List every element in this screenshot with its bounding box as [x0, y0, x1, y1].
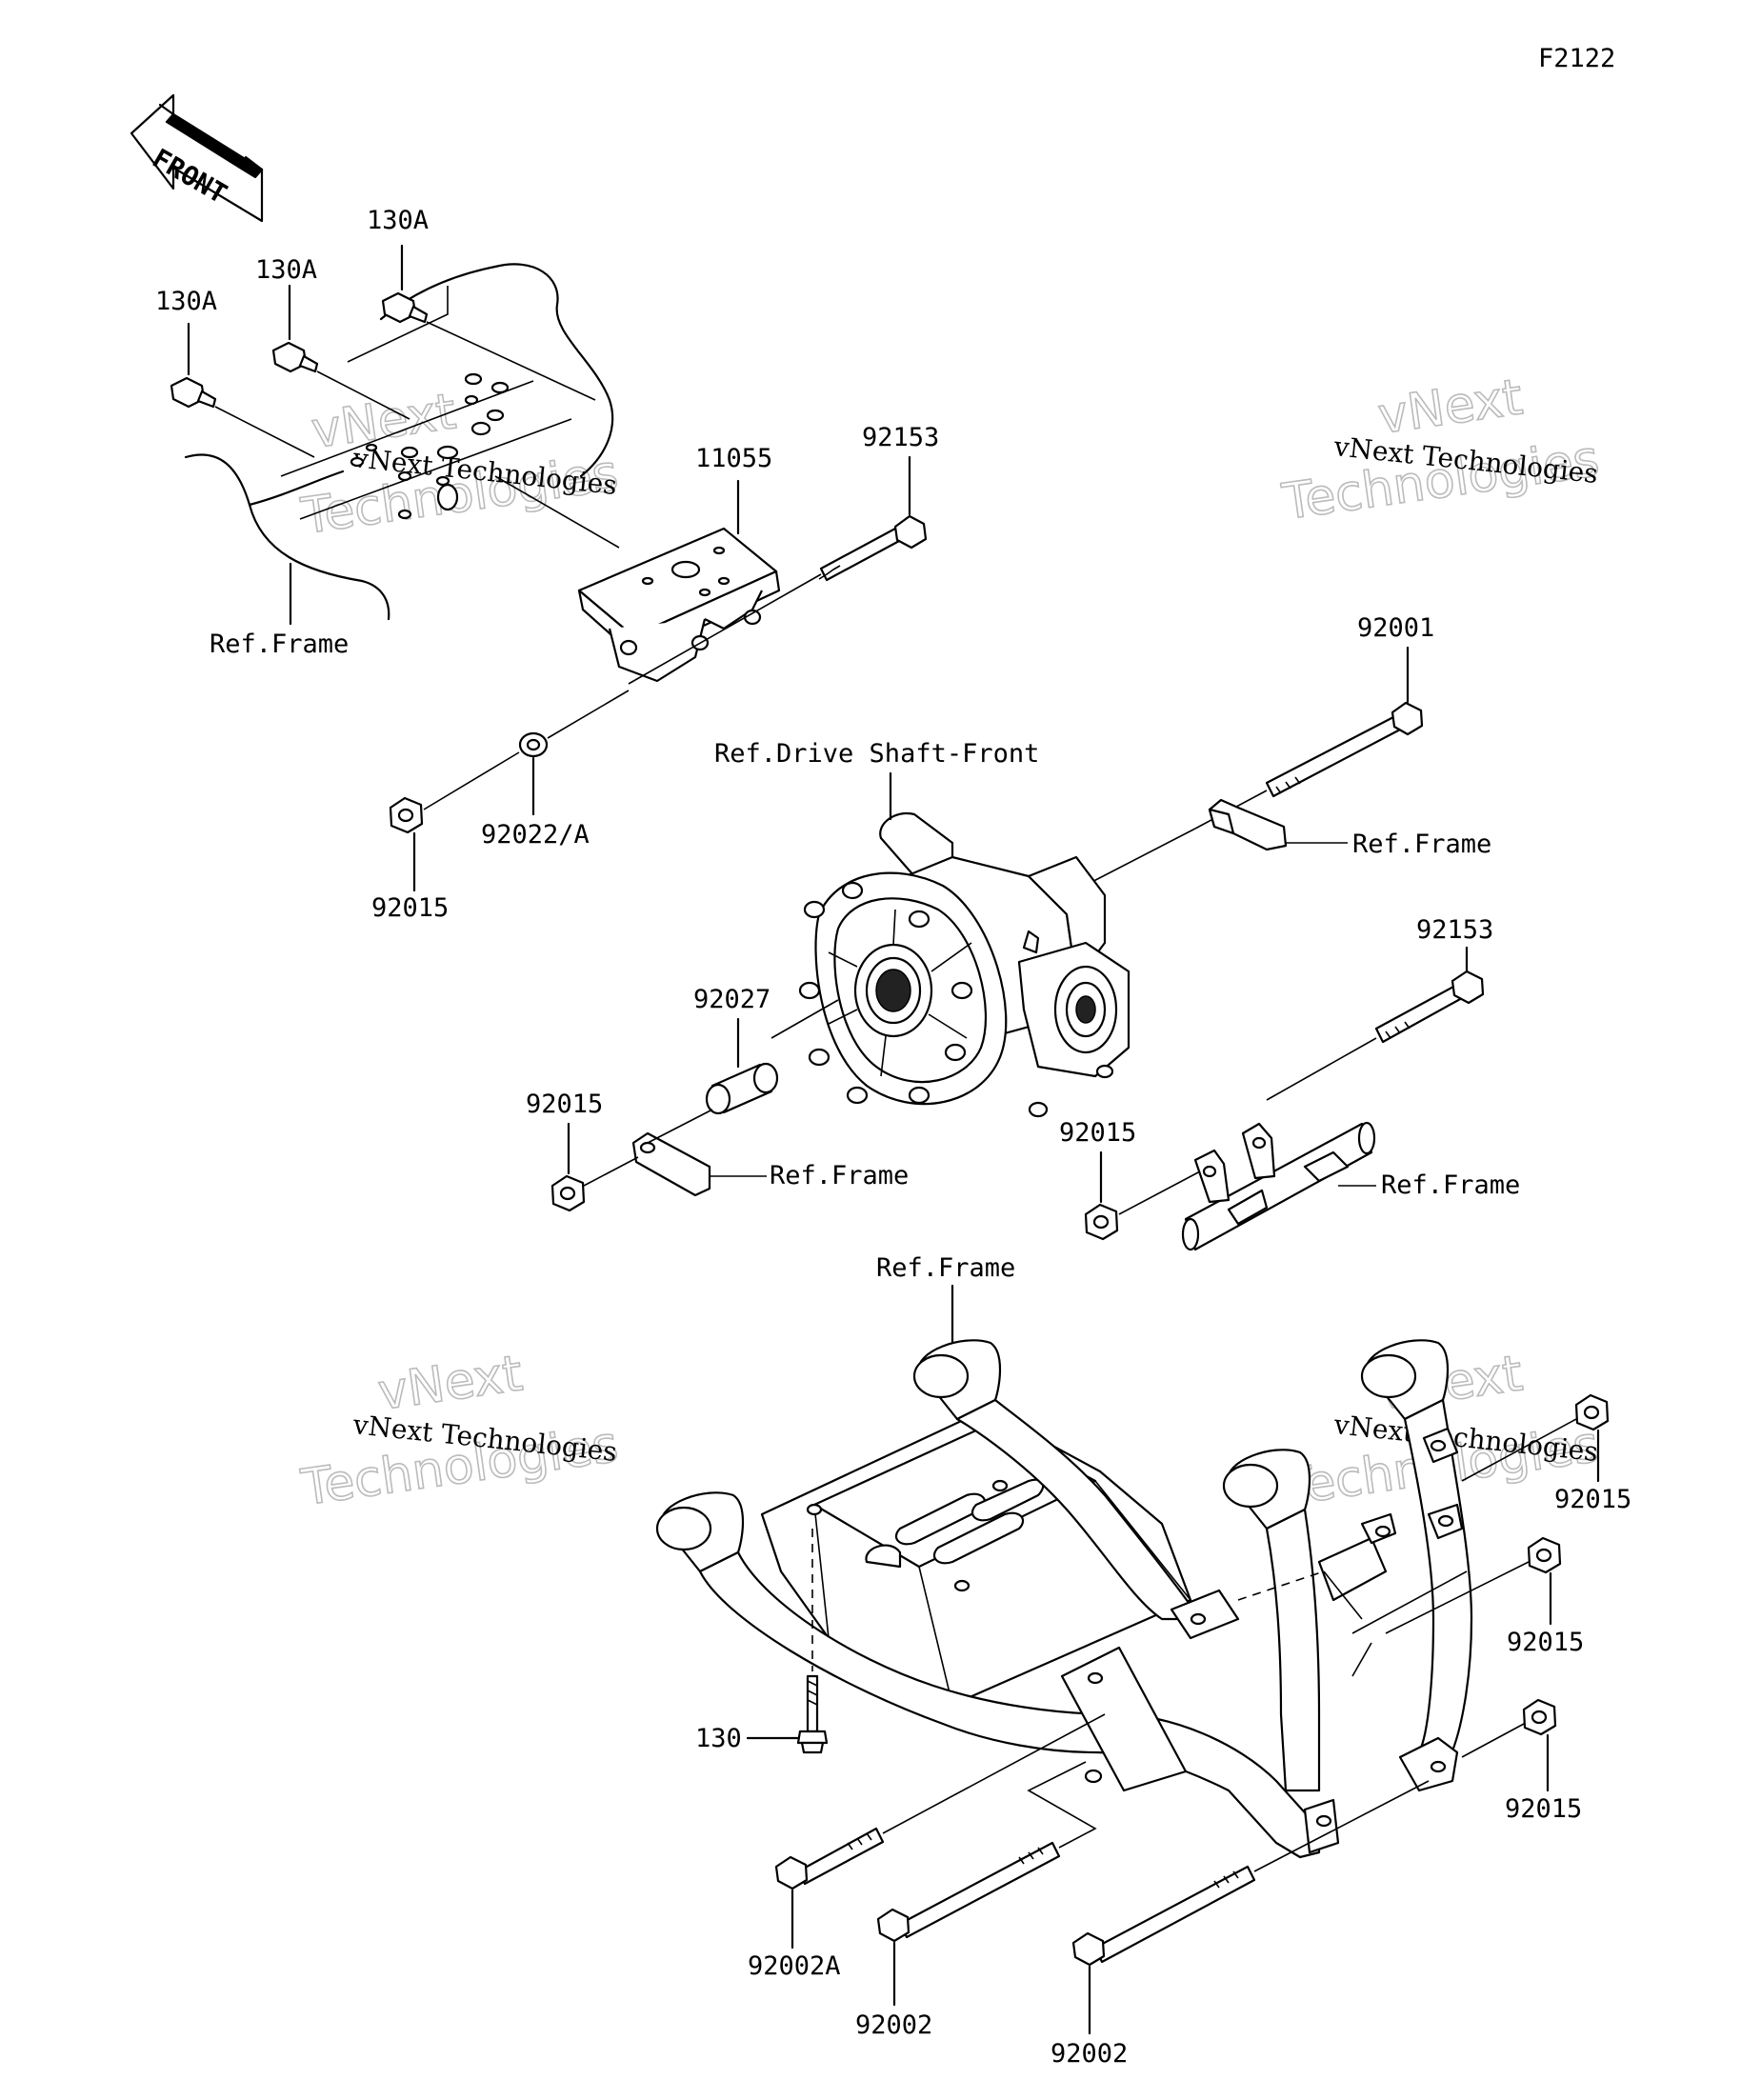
bolt-130a-left [170, 322, 315, 458]
label-92001: 92001 [1357, 613, 1434, 643]
label-92015-d: 92015 [1554, 1485, 1631, 1514]
bolt-130a-top [381, 244, 596, 401]
label-92153-top: 92153 [862, 423, 939, 452]
label-92015-b: 92015 [526, 1090, 603, 1119]
label-ref-frame-mid: Ref.Frame [770, 1161, 909, 1190]
bolt-130 [746, 1529, 829, 1754]
label-92002-b: 92002 [1051, 2039, 1128, 2069]
label-ref-drive-shaft: Ref.Drive Shaft-Front [714, 739, 1039, 769]
label-ref-frame-right1: Ref.Frame [1352, 830, 1491, 859]
frame-bracket-right1 [1208, 798, 1348, 851]
label-92002a: 92002A [748, 1951, 841, 1981]
watermark-bottom-left: vNext Technologies vNext Technologies [297, 1345, 623, 1518]
label-92015-c: 92015 [1059, 1118, 1136, 1148]
nut-92015-f [1461, 1698, 1557, 1792]
bolt-92153-right [1266, 946, 1485, 1101]
nut-92015-b [550, 1122, 639, 1212]
label-ref-frame-right2: Ref.Frame [1381, 1170, 1520, 1200]
label-ref-frame-topleft: Ref.Frame [210, 630, 349, 659]
collar-92027 [705, 1017, 779, 1115]
label-11055: 11055 [695, 444, 772, 473]
watermark-top-right: vNext Technologies vNext Technologies [1278, 369, 1604, 532]
label-92015-e: 92015 [1507, 1628, 1584, 1657]
label-92015-a: 92015 [371, 893, 449, 923]
subframe [655, 1339, 1473, 1859]
nut-92015-c [1084, 1150, 1201, 1241]
label-92015-f: 92015 [1505, 1794, 1582, 1824]
nut-92015-d [1461, 1393, 1610, 1483]
bolt-92153-top [628, 455, 928, 685]
label-130a-left: 130A [155, 287, 217, 316]
svg-text:vNext: vNext [374, 1345, 526, 1422]
nut-92015-a [389, 751, 520, 892]
label-92022a: 92022/A [481, 820, 590, 850]
label-92002-a: 92002 [855, 2010, 932, 2040]
bolt-92002-a [876, 1761, 1097, 2007]
frame-tube-right [1181, 1121, 1376, 1251]
label-ref-frame-bottom: Ref.Frame [876, 1253, 1015, 1283]
bolt-92002-b [1071, 1780, 1430, 2035]
bolt-92001 [1194, 646, 1424, 830]
diagram-id: F2122 [1538, 44, 1615, 73]
label-130a-mid: 130A [255, 255, 317, 285]
nut-92015-e [1385, 1536, 1562, 1634]
label-130: 130 [695, 1724, 742, 1753]
label-130a-top: 130A [367, 206, 429, 235]
front-arrow-icon: FRONT [130, 93, 264, 223]
label-92027: 92027 [693, 985, 770, 1014]
svg-text:vNext: vNext [1374, 369, 1526, 446]
washer-92022a [518, 690, 630, 816]
frame-plate-mid [631, 1109, 767, 1197]
bracket-11055 [577, 479, 781, 683]
bolt-92002a [774, 1713, 1106, 1950]
front-differential [770, 771, 1196, 1118]
leader-130a-group [347, 286, 449, 363]
label-92153-right: 92153 [1416, 915, 1493, 945]
frame-section-top [184, 263, 620, 621]
bolt-130a-mid [271, 284, 410, 420]
